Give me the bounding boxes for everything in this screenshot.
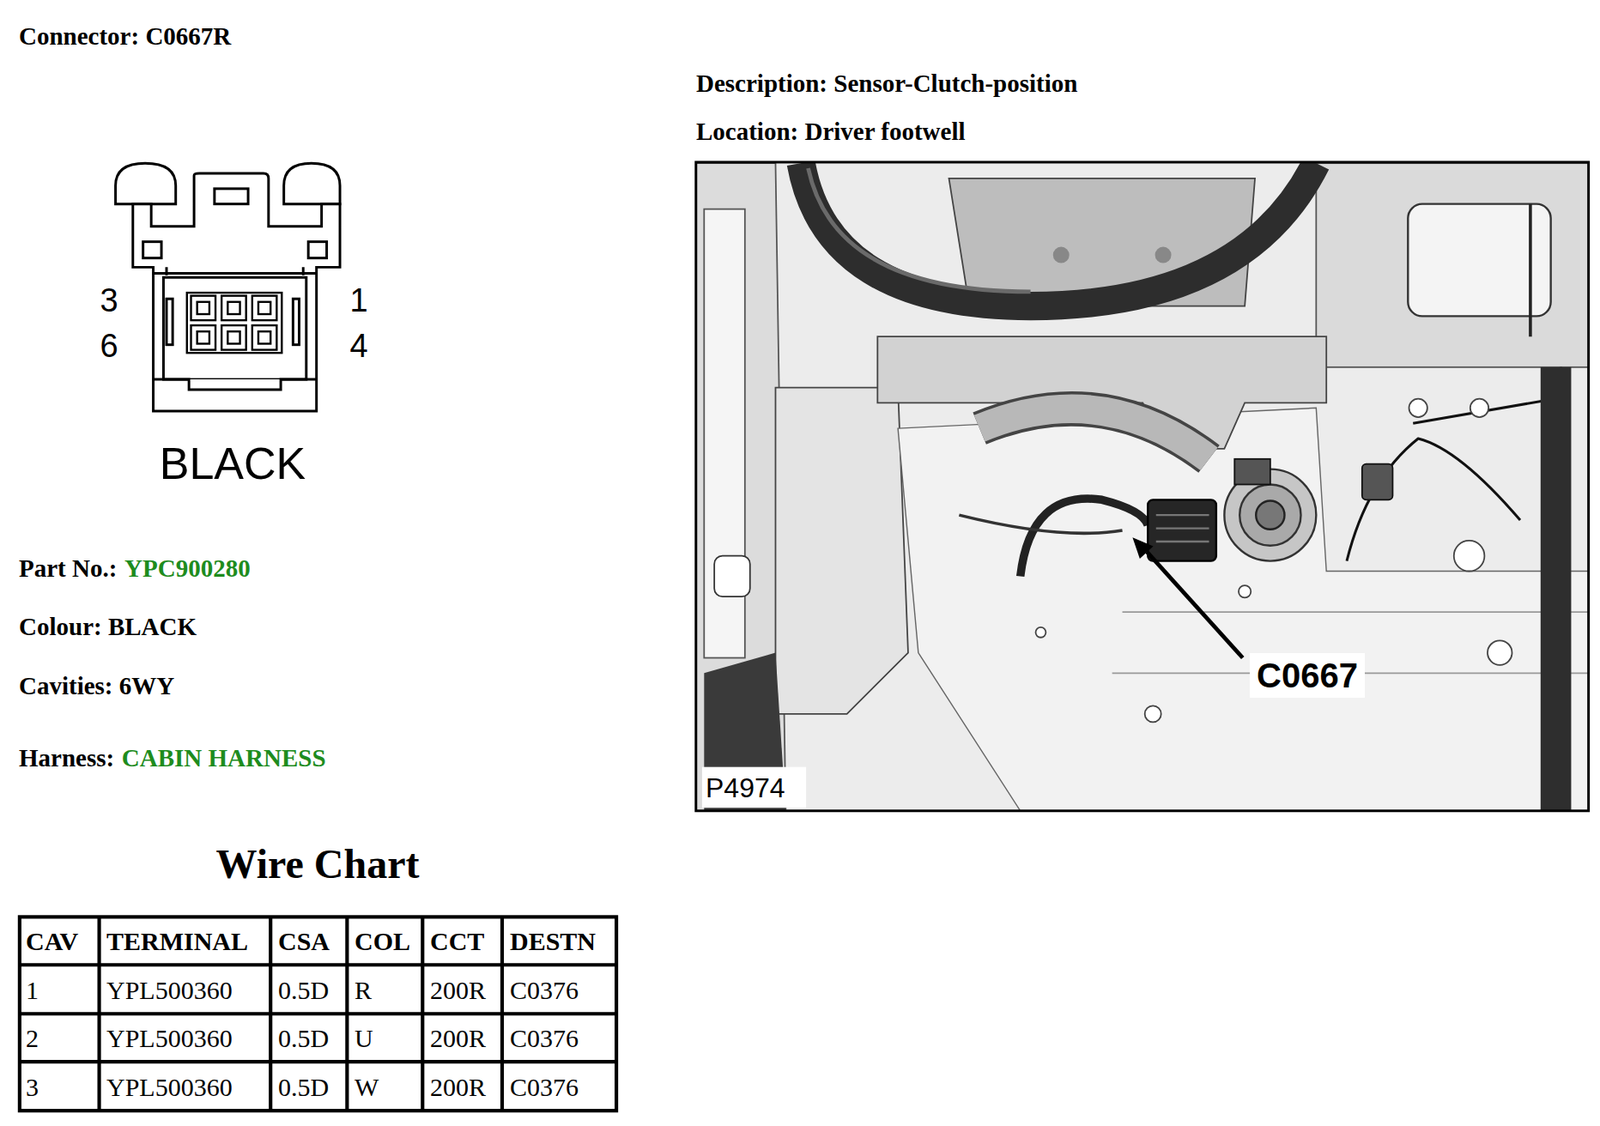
table-cell: 200R [430,1023,486,1055]
table-cell: C0376 [509,975,579,1007]
table-cell: R [354,975,372,1007]
table-cell: 3 [25,1072,39,1104]
table-header: DESTN [509,926,596,958]
table-cell: 200R [430,975,486,1007]
table-header: TERMINAL [106,926,249,958]
wire-chart-grid [19,916,617,1111]
table-cell: C0376 [509,1023,579,1055]
pin-number: 6 [99,327,118,367]
table-cell: YPL500360 [106,1072,233,1104]
location-illustration [696,162,1589,812]
table-cell: U [354,1023,374,1055]
chart-title: Wire Chart [216,839,420,890]
connector-colour: BLACK [159,436,307,491]
table-cell: YPL500360 [106,1023,233,1055]
table-cell: 0.5D [278,975,329,1007]
table-cell: 2 [25,1023,39,1055]
callout-box: C0667 [1249,653,1365,698]
table-cell: 0.5D [278,1023,329,1055]
cavities-field: Cavities: 6WY [18,671,175,702]
connector-title: Connector: C0667R [18,21,231,52]
pin-number: 4 [349,327,368,367]
table-cell: 200R [430,1072,486,1104]
table-cell: 1 [25,975,39,1007]
colour-field: Colour: BLACK [18,612,197,643]
description: Description: Sensor-Clutch-position [696,68,1078,99]
pin-number: 1 [349,281,368,322]
connector-face [115,163,340,412]
harness-name: CABIN HARNESS [121,743,327,774]
table-cell: W [354,1072,379,1104]
table-cell: C0376 [509,1072,579,1104]
pin-number: 3 [99,281,118,322]
table-cell: YPL500360 [106,975,233,1007]
table-header: COL [354,926,411,958]
table-header: CAV [25,926,79,958]
field-name: Part No.: [18,553,117,584]
location: Location: Driver footwell [696,116,966,147]
field-name: Harness: [18,743,115,774]
table-cell: 0.5D [278,1072,329,1104]
part-number: YPC900280 [124,553,251,584]
table-header: CCT [430,926,485,958]
table-header: CSA [278,926,330,958]
callout-label: C0667 [1256,654,1358,697]
figure-number: P4974 [705,771,786,805]
